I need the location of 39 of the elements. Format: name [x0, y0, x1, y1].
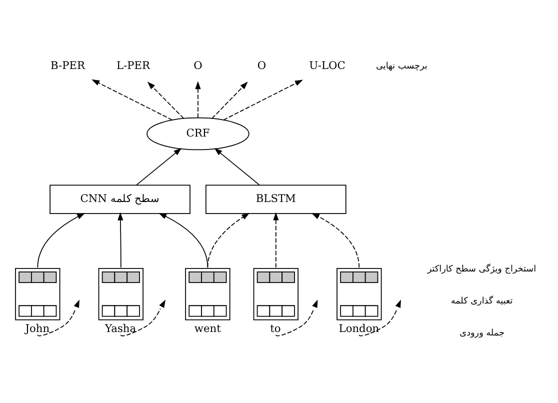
- arrow: [207, 212, 250, 268]
- arrow: [273, 212, 279, 268]
- node-text: B-PER: [50, 58, 85, 72]
- arrow: [158, 212, 208, 268]
- arrow: [120, 299, 166, 336]
- arrow: [37, 212, 86, 268]
- arrow: [147, 81, 184, 118]
- node-ellipse: CRF: [146, 116, 250, 150]
- arrow: [214, 148, 260, 185]
- arrow: [92, 78, 173, 120]
- arrow: [311, 212, 360, 268]
- label: جمله ورودی: [460, 328, 504, 338]
- node-label: to: [270, 321, 281, 334]
- label: تعبیه گذاری کلمه: [450, 296, 513, 306]
- node-box: [98, 267, 144, 320]
- node-label: went: [194, 321, 221, 334]
- node-box: [253, 267, 298, 320]
- node-label: John: [25, 321, 50, 334]
- node-text: L-PER: [116, 58, 150, 72]
- arrow: [275, 299, 318, 336]
- node-label: London: [338, 321, 380, 334]
- node-box: [15, 267, 60, 320]
- arrow: [118, 212, 124, 268]
- arrow: [212, 81, 248, 118]
- arrow: [358, 299, 401, 336]
- node-text: O: [194, 58, 202, 72]
- label: استخراج ویژگی سطح کاراکتر: [427, 264, 536, 274]
- arrow: [195, 80, 201, 118]
- arrow: [37, 299, 80, 336]
- node-box: BLSTM: [205, 184, 346, 214]
- arrow: [223, 79, 303, 120]
- arrow: [136, 148, 182, 185]
- node-text: U-LOC: [309, 58, 346, 72]
- node-label: Yasha: [104, 321, 136, 334]
- node-box: [336, 267, 382, 320]
- node-box: CNN سطح کلمه: [50, 184, 190, 214]
- node-text: O: [257, 58, 266, 72]
- node-box: [185, 267, 230, 320]
- label: برچسب نهایی: [376, 61, 428, 72]
